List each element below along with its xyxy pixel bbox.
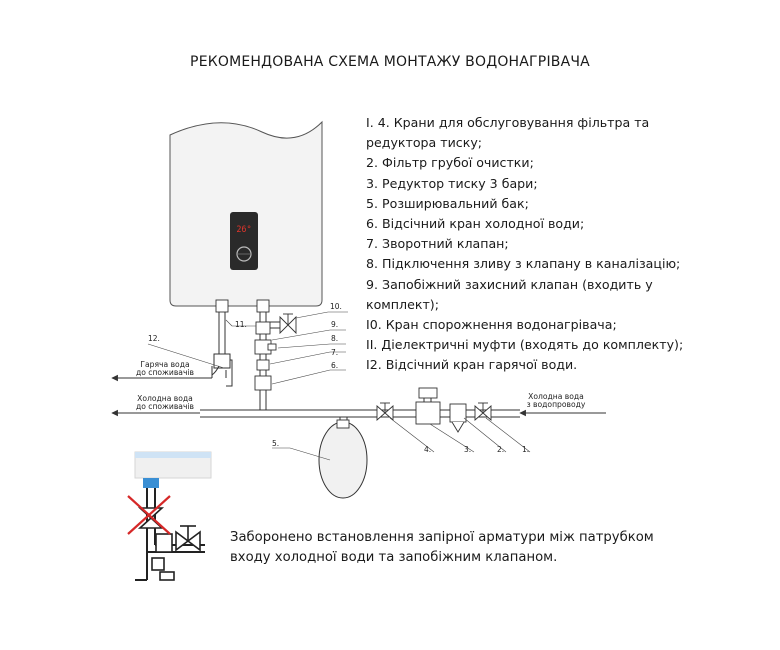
hot-water-label-1: Гаряча вода	[140, 360, 189, 369]
legend-line: I2. Відсічний кран гарячої води.	[366, 357, 578, 373]
cold-in-label-2: з водопроводу	[527, 400, 586, 409]
valve-4-icon	[376, 402, 394, 421]
cold-out-label-1: Холодна вода	[137, 394, 193, 403]
prohibit-cross-icon	[127, 495, 171, 535]
label-11: 11.	[235, 320, 247, 329]
legend-line: 3. Редуктор тиску 3 бари;	[366, 175, 538, 191]
label-7: 7.	[331, 348, 338, 357]
hot-water-label-2: до споживачів	[136, 368, 195, 377]
legend-line: 5. Розширювальний бак;	[366, 195, 529, 211]
filter-sump-icon	[451, 421, 465, 433]
water-heater: 26°	[169, 120, 323, 307]
piping	[200, 306, 520, 426]
legend-line: 9. Запобіжний захисний клапан (входить у	[366, 276, 653, 292]
cold-shutoff-valve	[254, 375, 272, 391]
legend-line: II. Діелектричні муфти (входять до компл…	[366, 337, 684, 353]
drain-valve-icon	[279, 313, 297, 335]
legend-line: 2. Фільтр грубої очистки;	[366, 155, 534, 171]
component-legend: I. 4. Крани для обслуговування фільтра т…	[366, 113, 684, 376]
cold-out-label-2: до споживачів	[136, 402, 195, 411]
label-9: 9.	[331, 320, 338, 329]
legend-line: 7. Зворотний клапан;	[366, 236, 509, 252]
legend-line: комплект);	[366, 296, 439, 312]
prohibition-warning: Заборонено встановлення запірної арматур…	[230, 528, 654, 568]
label-4: 4.	[424, 445, 431, 454]
label-10: 10.	[330, 302, 342, 311]
warning-line-2: входу холодної води та запобіжним клапан…	[230, 550, 558, 565]
cold-in-label-1: Холодна вода	[528, 392, 584, 401]
dielectric-coupling-hot	[215, 299, 229, 313]
pressure-reducer-body	[415, 401, 441, 425]
label-6: 6.	[331, 361, 338, 370]
warning-line-1: Заборонено встановлення запірної арматур…	[230, 530, 654, 545]
label-3: 3.	[464, 445, 471, 454]
dielectric-coupling-cold	[256, 299, 270, 313]
valve-1-icon	[474, 402, 492, 421]
legend-line: I. 4. Крани для обслуговування фільтра т…	[366, 115, 650, 130]
temperature-display: 26°	[236, 225, 251, 235]
legend-line: редуктора тиску;	[366, 135, 483, 151]
tee-fitting	[255, 321, 271, 335]
coarse-filter-body	[449, 403, 467, 423]
drain-outlet	[267, 343, 277, 351]
legend-line: 8. Підключення зливу з клапану в каналіз…	[366, 256, 681, 272]
expansion-tank	[318, 421, 368, 499]
legend-line: 6. Відсічний кран холодної води;	[366, 216, 585, 232]
label-1: 1.	[522, 445, 529, 454]
label-5: 5.	[272, 439, 279, 448]
page-title: РЕКОМЕНДОВАНА СХЕМА МОНТАЖУ ВОДОНАГРІВАЧ…	[190, 54, 590, 70]
check-valve	[256, 359, 270, 371]
label-12: 12.	[148, 334, 160, 343]
prohibition-illustration	[127, 451, 212, 581]
leader-lines	[147, 311, 531, 461]
pressure-reducer-head	[418, 387, 438, 399]
legend-line: I0. Кран спорожнення водонагрівача;	[366, 317, 617, 333]
label-2: 2.	[497, 445, 504, 454]
label-8: 8.	[331, 334, 338, 343]
